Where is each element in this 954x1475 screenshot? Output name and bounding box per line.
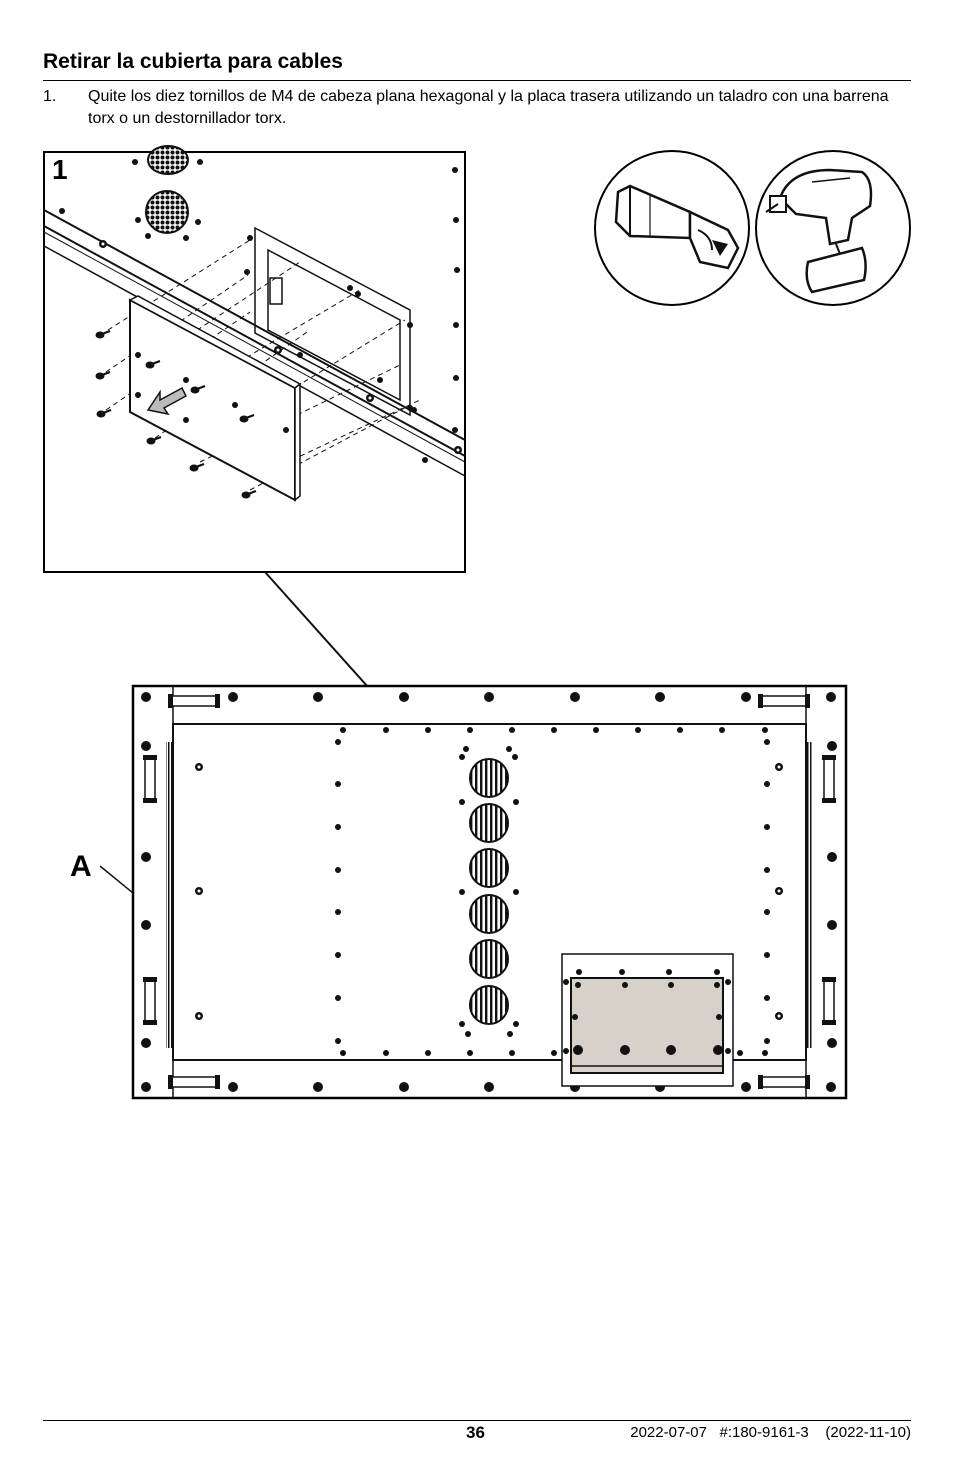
section-title: Retirar la cubierta para cables: [43, 50, 343, 73]
detail-view: 1: [43, 145, 466, 573]
removal-arrow: [146, 386, 187, 416]
page-number: 36: [466, 1423, 485, 1442]
speaker-mesh: [147, 145, 189, 175]
step-number: 1.: [43, 88, 57, 105]
speaker-mesh: [145, 190, 189, 234]
speaker-grill-column: [469, 758, 509, 1025]
cable-cover-highlight: [570, 977, 724, 1074]
document-meta: 2022-07-07 #:180-9161-3 (2022-11-10): [630, 1424, 911, 1441]
display-back-view: [131, 684, 848, 1100]
detail-label: 1: [52, 154, 68, 185]
torx-bit-icon: [594, 150, 750, 306]
callout-label: A: [70, 850, 92, 883]
callout-leader: [99, 865, 134, 894]
cable-connector: [269, 277, 283, 305]
footer-rule: [43, 1420, 911, 1421]
cordless-drill-icon: [755, 150, 911, 306]
title-rule: [43, 80, 911, 81]
step-text: Quite los diez tornillos de M4 de cabeza…: [88, 88, 889, 127]
